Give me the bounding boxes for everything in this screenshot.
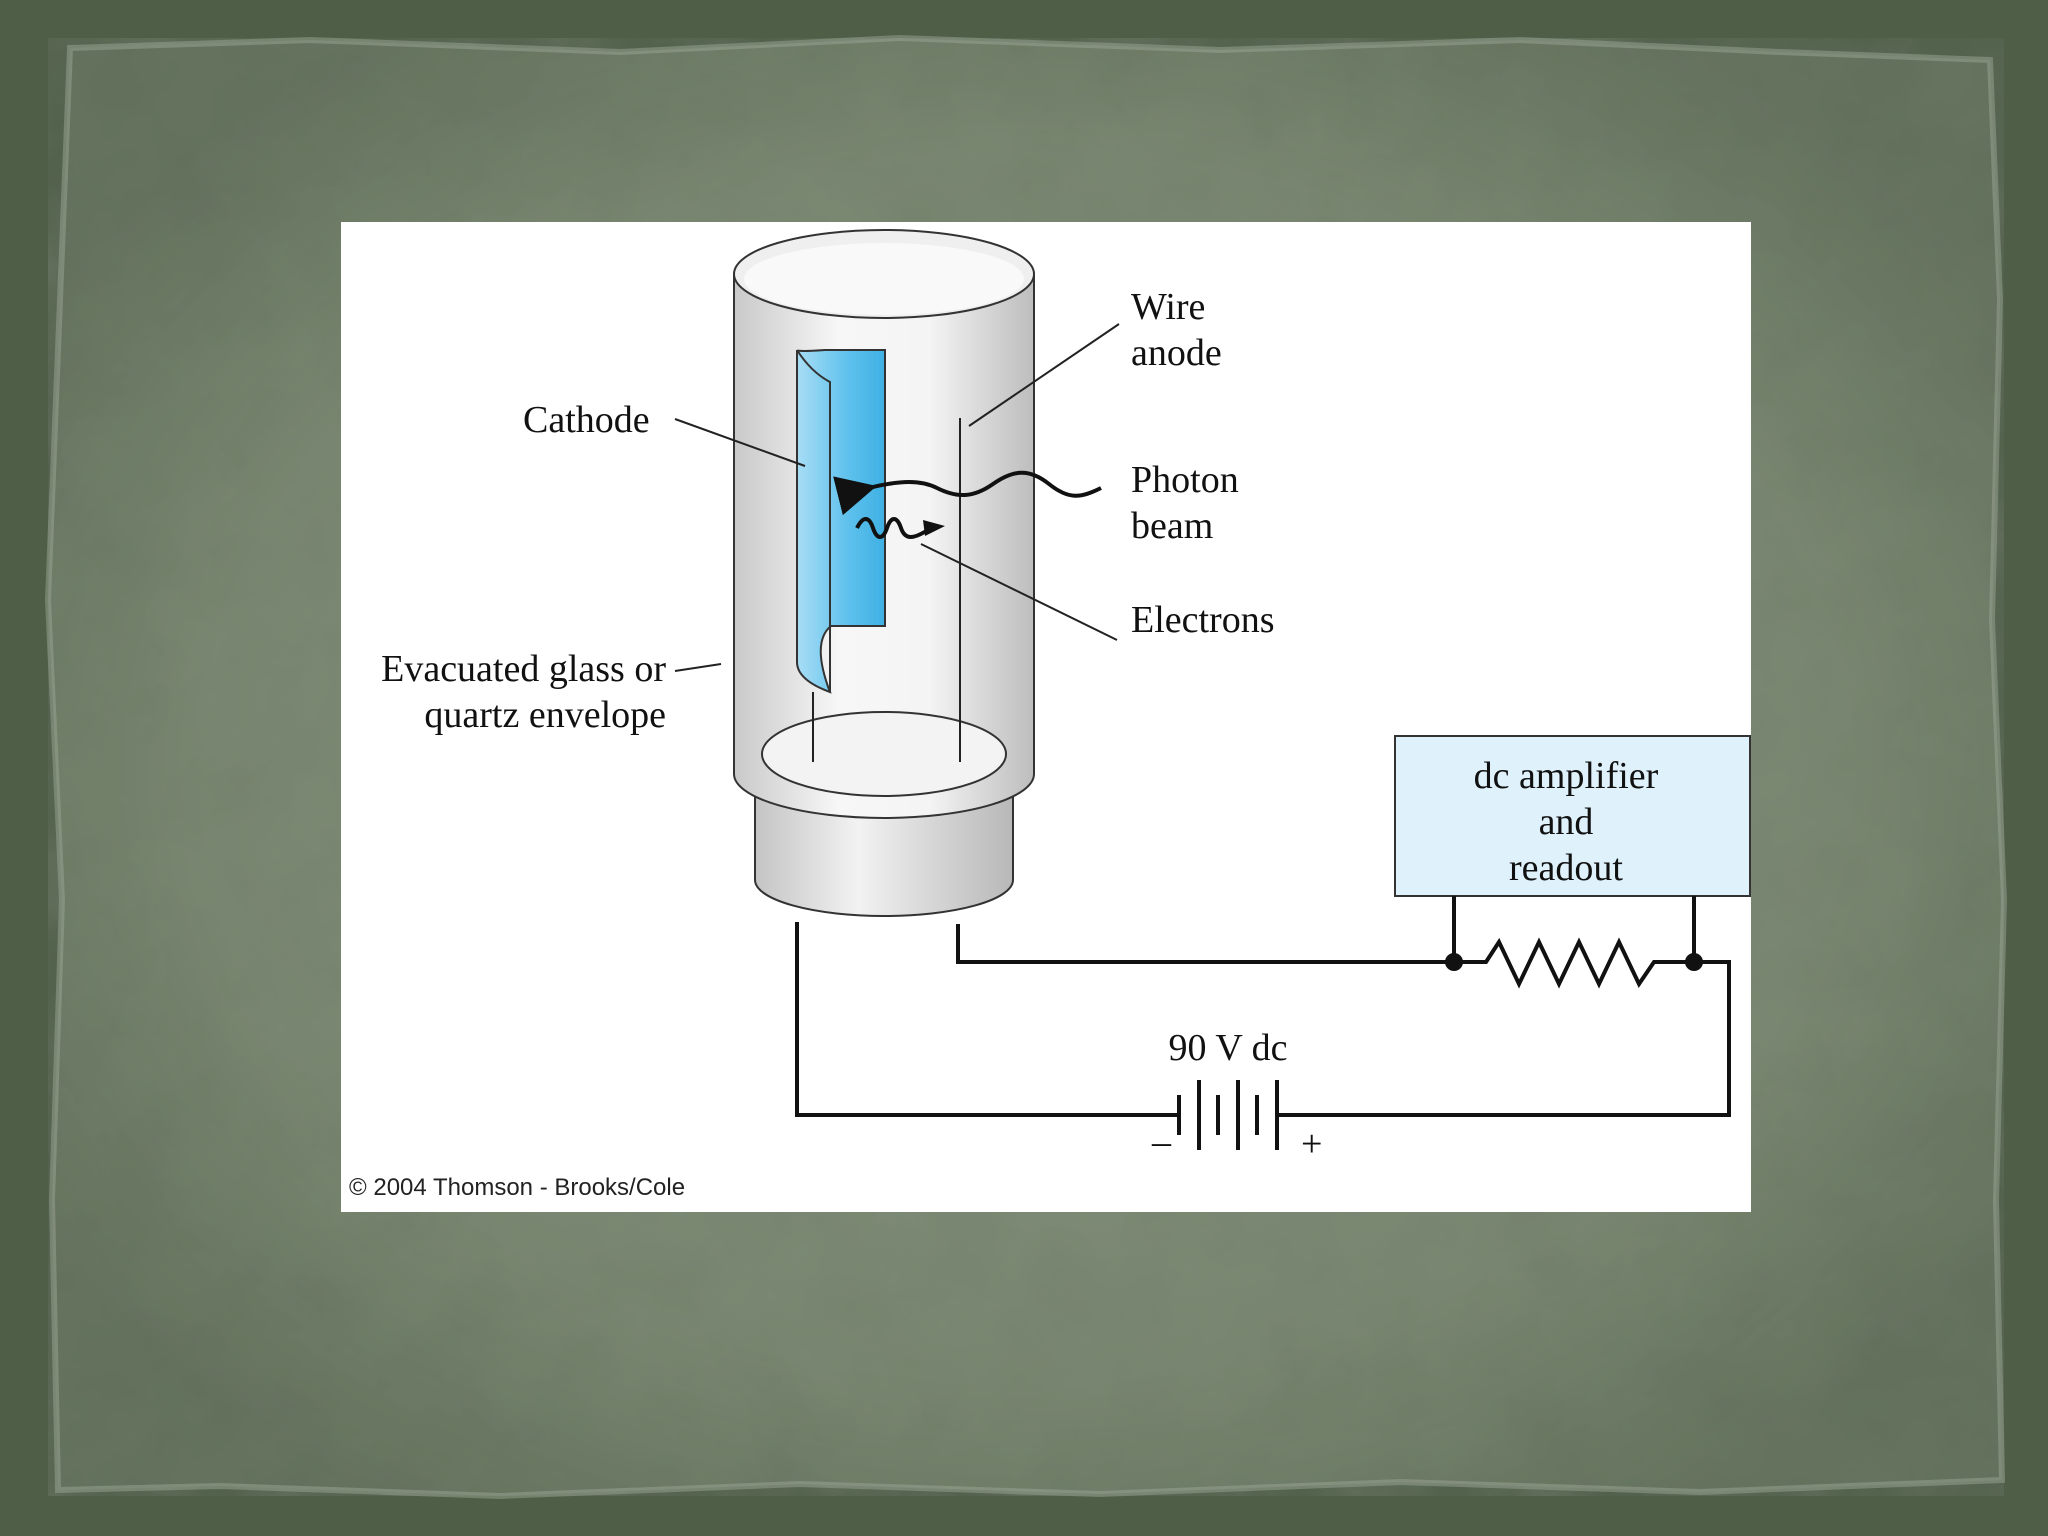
label-wire-anode-1: Wire [1131,286,1205,328]
label-cathode: Cathode [523,399,650,441]
battery-plus-sign: + [1301,1123,1322,1165]
diagram-canvas: Cathode Wire anode Photon beam Electrons… [349,229,1751,1201]
battery-minus-sign: – [1151,1121,1172,1163]
label-photon-beam-1: Photon [1131,459,1239,501]
electrons-leader [920,543,1118,641]
label-envelope-2: quartz envelope [424,694,666,736]
resistor [1454,937,1694,989]
amplifier-label-3: readout [1509,847,1623,889]
envelope-leader [674,663,722,672]
cathode-leader [674,418,806,467]
cathode-plate [796,349,886,762]
battery-label: 90 V dc [1169,1027,1288,1069]
tube-base [754,781,1014,917]
electrons-arrow [855,517,945,539]
label-envelope-1: Evacuated glass or [381,648,666,690]
label-electrons: Electrons [1131,599,1275,641]
label-photon-beam-2: beam [1131,505,1213,547]
anode-leader [968,323,1120,427]
label-wire-anode-2: anode [1131,332,1222,374]
copyright-notice: © 2004 Thomson - Brooks/Cole [349,1174,685,1201]
amplifier-label-2: and [1539,801,1594,843]
amplifier-label-1: dc amplifier [1474,755,1659,797]
amplifier-box: dc amplifier and readout [1394,735,1751,897]
battery [1177,1080,1279,1150]
phototube-diagram: Cathode Wire anode Photon beam Electrons… [341,222,1751,1212]
circuit-wiring [795,896,1731,1117]
photon-beam-arrow [833,470,1102,516]
